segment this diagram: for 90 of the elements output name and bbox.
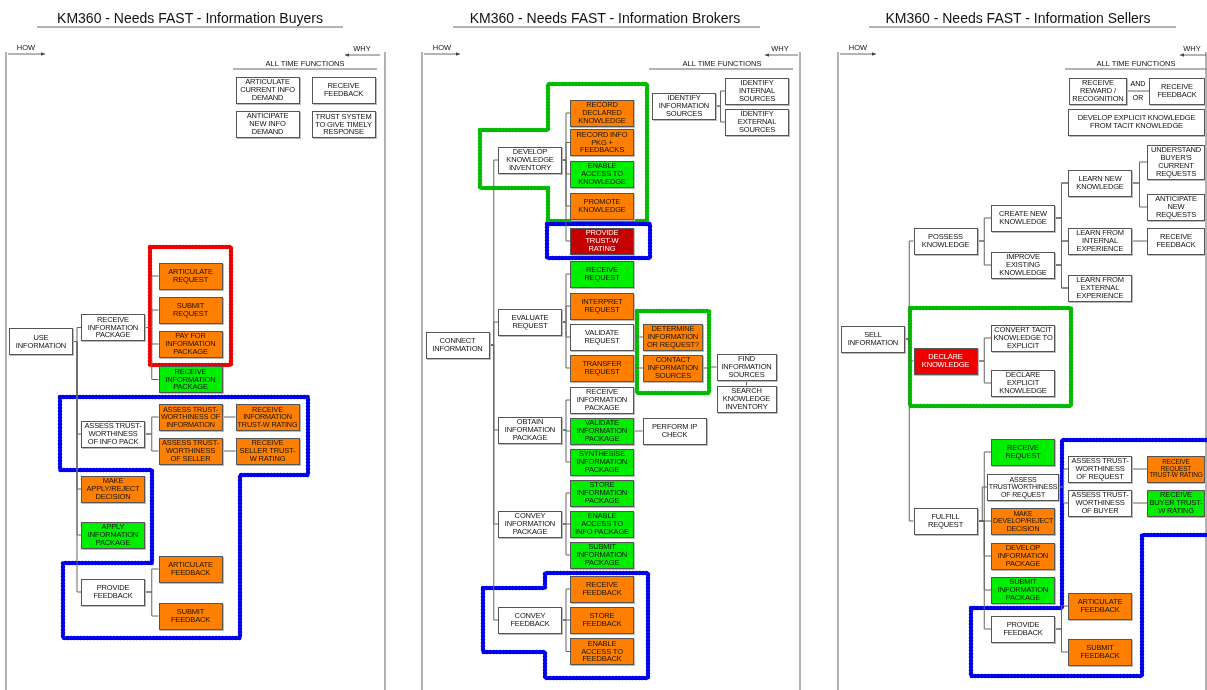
function-box	[1147, 227, 1205, 255]
function-box	[570, 292, 634, 320]
function-box	[991, 251, 1055, 279]
connector-line	[1126, 90, 1150, 92]
function-box	[1068, 169, 1132, 197]
connector-line	[1054, 628, 1069, 653]
connector-line	[977, 360, 992, 384]
function-box	[652, 92, 716, 120]
function-box	[841, 325, 905, 353]
function-box	[158, 602, 223, 630]
function-box	[1068, 592, 1132, 620]
function-box	[1147, 193, 1205, 221]
function-box	[570, 354, 634, 382]
function-box	[425, 331, 490, 359]
connector-line	[1131, 502, 1148, 504]
function-box	[81, 521, 145, 549]
function-box	[498, 308, 562, 336]
function-box	[81, 314, 145, 341]
connector-line	[222, 416, 236, 418]
connector-line	[222, 450, 236, 452]
function-box	[570, 606, 634, 634]
function-box	[913, 347, 978, 375]
connector-line	[1131, 182, 1148, 208]
function-box	[1068, 108, 1205, 136]
function-box	[991, 576, 1055, 604]
connector-line	[977, 240, 992, 266]
function-box	[570, 260, 634, 288]
function-box	[570, 227, 634, 255]
function-box	[498, 416, 562, 444]
function-box	[570, 323, 634, 351]
connector-line	[715, 105, 726, 123]
function-box	[913, 227, 978, 255]
function-box	[642, 417, 707, 445]
function-box	[570, 479, 634, 507]
function-box	[1068, 227, 1132, 255]
function-box	[1068, 274, 1132, 302]
connector-line	[144, 327, 159, 380]
connector-line	[561, 619, 571, 652]
function-box	[570, 192, 634, 220]
function-box	[570, 448, 634, 476]
function-box	[991, 204, 1055, 232]
connector-line	[633, 336, 644, 338]
connector-line	[1131, 240, 1148, 242]
function-box	[158, 262, 223, 290]
function-box	[570, 129, 634, 156]
function-box	[725, 108, 789, 136]
function-box	[570, 638, 634, 665]
connector-line	[702, 366, 717, 369]
function-box	[991, 542, 1055, 570]
connector-line	[977, 520, 992, 630]
function-box	[725, 77, 789, 105]
connector-line	[561, 429, 571, 463]
connector-line	[561, 523, 571, 556]
function-box	[1068, 638, 1132, 666]
function-box	[716, 385, 777, 413]
function-box	[1149, 77, 1205, 105]
function-box	[991, 369, 1055, 397]
function-box	[570, 541, 634, 569]
function-box	[81, 578, 145, 606]
connector-line	[633, 430, 643, 432]
function-box	[570, 417, 634, 445]
function-box	[311, 76, 376, 104]
function-box	[9, 328, 73, 355]
function-box	[570, 386, 634, 414]
function-box	[913, 507, 978, 535]
connector-line	[1054, 264, 1069, 289]
function-box	[991, 438, 1055, 466]
connector-line	[746, 380, 747, 386]
connector-line	[633, 367, 644, 369]
panel-title: KM360 - Needs FAST - Information Brokers	[469, 10, 741, 26]
connector-line	[144, 591, 159, 617]
function-box	[158, 555, 223, 583]
function-box	[158, 366, 223, 393]
function-box	[498, 146, 562, 174]
function-box	[570, 575, 634, 603]
panel-title: KM360 - Needs FAST - Information Buyers	[57, 10, 323, 26]
panel-title: KM360 - Needs FAST - Information Sellers	[885, 10, 1151, 26]
function-box	[498, 606, 562, 634]
connector-line	[1058, 486, 1069, 504]
function-box	[235, 110, 300, 138]
function-box	[158, 296, 223, 324]
connector-line	[1131, 468, 1148, 470]
function-box	[570, 99, 634, 127]
function-box	[570, 160, 634, 188]
function-box	[498, 510, 562, 538]
function-box	[158, 330, 223, 358]
connector-line	[904, 338, 914, 522]
connector-line	[561, 321, 571, 369]
connector-line	[144, 433, 159, 452]
function-box	[991, 615, 1055, 643]
